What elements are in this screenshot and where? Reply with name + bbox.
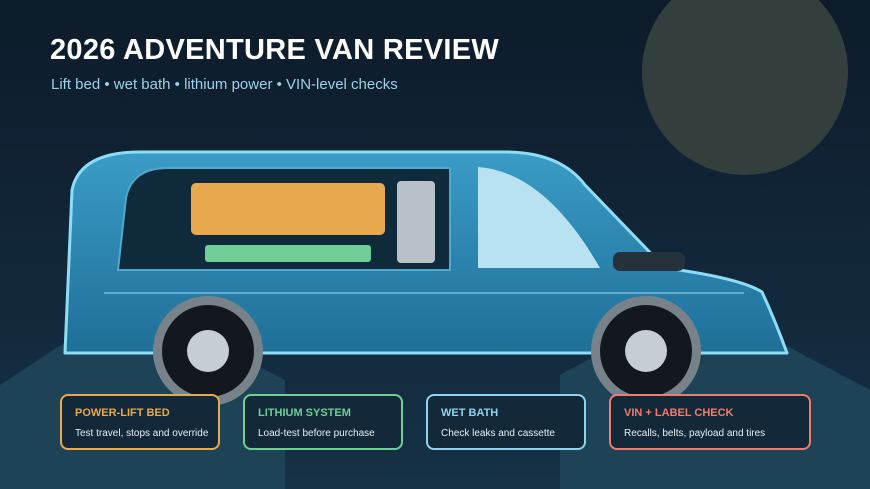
- page-subtitle: Lift bed • wet bath • lithium power • VI…: [51, 76, 398, 93]
- feature-card-description: Load-test before purchase: [258, 428, 375, 439]
- lift-bed-block: [191, 183, 385, 235]
- feature-card-description: Recalls, belts, payload and tires: [624, 428, 766, 439]
- headlight: [613, 252, 685, 271]
- page-title: 2026 ADVENTURE VAN REVIEW: [50, 34, 500, 66]
- feature-card-wet-bath: WET BATH Check leaks and cassette: [426, 394, 586, 450]
- moon: [642, 0, 848, 175]
- feature-card-description: Test travel, stops and override: [75, 428, 209, 439]
- feature-card-power-lift-bed: POWER-LIFT BED Test travel, stops and ov…: [60, 394, 220, 450]
- feature-card-vin-label-check: VIN + LABEL CHECK Recalls, belts, payloa…: [609, 394, 811, 450]
- wet-bath-block: [397, 181, 435, 263]
- feature-card-title: POWER-LIFT BED: [75, 407, 170, 419]
- lithium-battery-block: [205, 245, 371, 262]
- feature-card-description: Check leaks and cassette: [441, 428, 555, 439]
- feature-card-title: WET BATH: [441, 407, 499, 419]
- windshield: [478, 167, 600, 268]
- feature-card-lithium-system: LITHIUM SYSTEM Load-test before purchase: [243, 394, 403, 450]
- rear-wheel: [153, 296, 263, 406]
- feature-card-title: VIN + LABEL CHECK: [624, 407, 734, 419]
- front-wheel: [591, 296, 701, 406]
- feature-card-title: LITHIUM SYSTEM: [258, 407, 351, 419]
